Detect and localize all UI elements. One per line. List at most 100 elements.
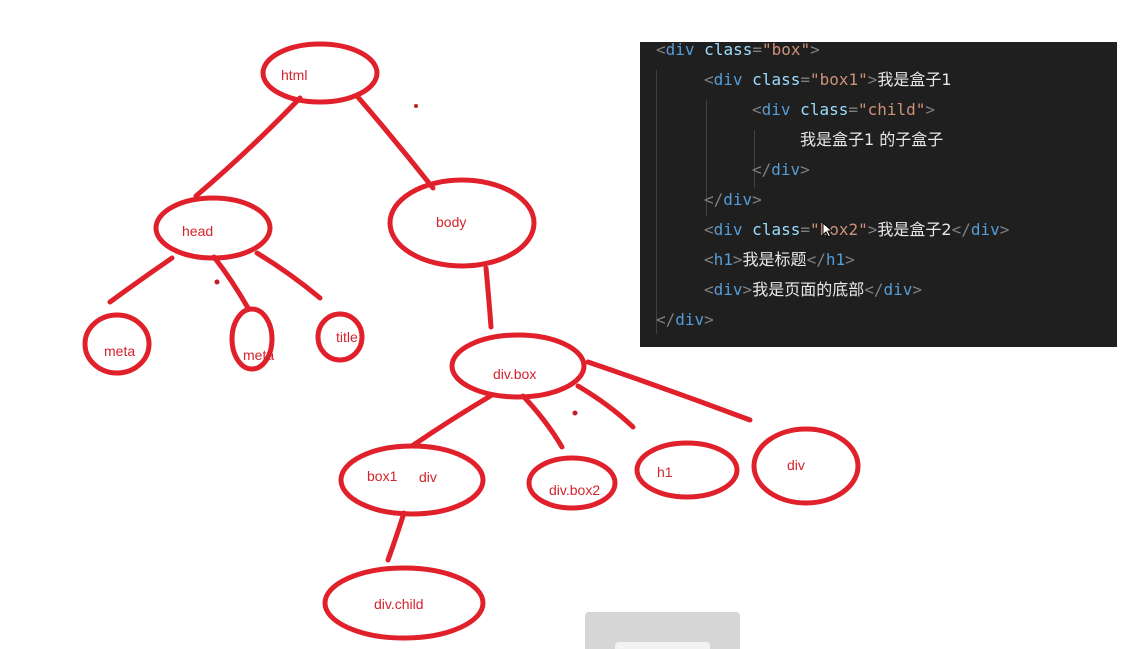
code-line: <div class="box2">我是盒子2</div>	[704, 215, 1009, 245]
code-token-punct: <	[704, 280, 714, 299]
node-divbox-label: div.box	[493, 366, 536, 382]
code-token-str: "box2"	[809, 220, 868, 239]
node-box1-ring	[338, 443, 486, 517]
node-divbox2-label: div.box2	[549, 482, 600, 498]
edge-head-meta1	[107, 255, 175, 305]
code-token-punct: >	[867, 220, 878, 239]
code-token-punct: <	[752, 100, 762, 119]
code-token-str: "child"	[857, 100, 926, 119]
code-token-punct: =	[848, 100, 858, 119]
code-token-tag: div	[723, 190, 753, 209]
node-h1-ring	[634, 440, 740, 500]
code-editor-panel: <div class="box"><div class="box1">我是盒子1…	[640, 42, 1117, 347]
node-div-ring	[751, 426, 861, 506]
node-body-ring	[387, 177, 537, 269]
indent-guide	[706, 100, 707, 216]
player-control-button[interactable]	[615, 642, 710, 649]
code-token-punct: </	[951, 220, 971, 239]
code-token-punct: >	[800, 160, 810, 179]
code-token-text: 我是盒子1 的子盒子	[800, 130, 944, 149]
code-token-punct: >	[704, 310, 714, 329]
code-token-tag: div	[970, 220, 1000, 239]
pen-marks	[214, 104, 578, 416]
code-token-punct: >	[845, 250, 855, 269]
indent-guide	[754, 130, 755, 188]
node-meta2-ring	[229, 306, 275, 372]
code-line: <div class="box1">我是盒子1	[704, 65, 952, 95]
code-token-attr: class	[742, 70, 801, 89]
code-token-punct: >	[742, 280, 753, 299]
node-divbox-ring	[449, 332, 587, 400]
code-token-text: 我是盒子1	[877, 70, 952, 89]
code-token-punct: </	[704, 190, 724, 209]
code-token-punct: >	[867, 70, 878, 89]
node-divbox2-ring	[526, 455, 618, 511]
mouse-cursor-icon	[822, 222, 834, 238]
code-token-punct: >	[732, 250, 743, 269]
code-token-tag: div	[713, 70, 743, 89]
node-h1-label: h1	[657, 464, 673, 480]
edge-divbox-h1	[575, 383, 636, 430]
edge-head-meta2	[211, 254, 251, 311]
edge-box1-divchild	[385, 510, 407, 563]
code-token-punct: <	[704, 220, 714, 239]
code-token-punct: =	[800, 220, 810, 239]
node-divchild-ring	[322, 565, 486, 641]
node-box1-div-label: div	[419, 469, 437, 485]
code-line: <div>我是页面的底部</div>	[704, 275, 922, 305]
code-token-punct: <	[656, 42, 666, 59]
code-token-text: 我是盒子2	[877, 220, 952, 239]
code-token-tag: h1	[713, 250, 733, 269]
node-head-label: head	[182, 223, 213, 239]
code-line: </div>	[752, 155, 810, 185]
code-token-tag: div	[883, 280, 913, 299]
indent-guide	[656, 70, 657, 334]
code-token-tag: div	[665, 42, 695, 59]
code-line: <div class="box">	[656, 42, 820, 65]
pen-dot	[414, 104, 418, 108]
code-line: </div>	[704, 185, 762, 215]
code-token-punct: =	[800, 70, 810, 89]
code-token-punct: </	[806, 250, 826, 269]
code-token-punct: >	[810, 42, 820, 59]
code-token-str: "box"	[761, 42, 811, 59]
code-token-attr: class	[694, 42, 753, 59]
node-html-ring	[260, 41, 380, 105]
node-body-label: body	[436, 214, 466, 230]
code-token-tag: div	[771, 160, 801, 179]
code-line: 我是盒子1 的子盒子	[800, 125, 943, 155]
code-token-punct: </	[752, 160, 772, 179]
pen-dot	[572, 410, 578, 416]
code-token-punct: =	[752, 42, 762, 59]
code-token-tag: div	[713, 220, 743, 239]
code-token-punct: >	[999, 220, 1010, 239]
edge-html-head	[193, 95, 303, 199]
node-head-ring	[153, 195, 273, 261]
code-token-punct: <	[704, 70, 714, 89]
tree-node-rings	[82, 41, 861, 641]
player-control-overlay[interactable]	[585, 612, 740, 649]
code-token-str: "box1"	[809, 70, 868, 89]
code-token-punct: </	[656, 310, 676, 329]
edge-divbox-divbox2	[520, 393, 565, 450]
code-token-punct: >	[912, 280, 923, 299]
node-meta1-label: meta	[104, 343, 135, 359]
node-html-label: html	[281, 67, 307, 83]
code-token-punct: >	[752, 190, 762, 209]
edge-body-divbox	[483, 265, 494, 330]
edge-divbox-div	[585, 359, 753, 423]
code-line: <div class="child">	[752, 95, 935, 125]
code-token-tag: h1	[825, 250, 846, 269]
edge-head-title	[254, 250, 323, 301]
node-title-label: title	[336, 329, 358, 345]
tree-node-labels: html head body meta meta title div.box b…	[104, 67, 805, 612]
tree-edges	[107, 93, 753, 563]
node-divchild-label: div.child	[374, 596, 424, 612]
edge-divbox-box1	[409, 392, 495, 449]
code-token-attr: class	[742, 220, 801, 239]
code-token-text: 我是标题	[742, 250, 807, 269]
code-line: <h1>我是标题</h1>	[704, 245, 855, 275]
code-token-punct: </	[864, 280, 884, 299]
